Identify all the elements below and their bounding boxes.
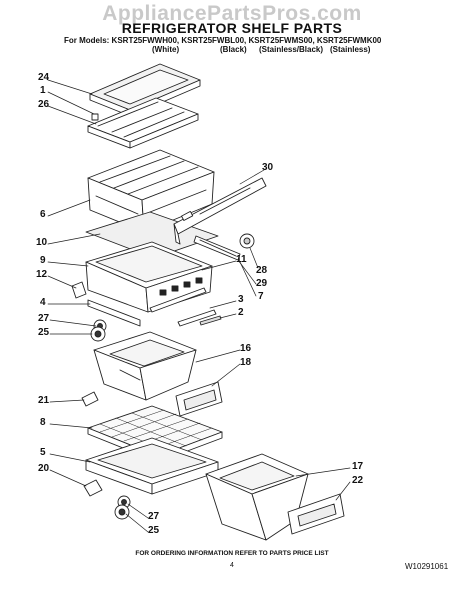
variant-stainless: (Stainless) — [330, 45, 371, 54]
callout-27-upper: 27 — [38, 313, 50, 324]
callout-17: 17 — [352, 461, 364, 472]
callout-7: 7 — [258, 291, 264, 302]
callout-20: 20 — [38, 463, 50, 474]
part-25-wheel-upper — [90, 326, 106, 342]
part-30-front-trim — [173, 177, 267, 245]
part-3-bracket — [177, 309, 217, 327]
callout-26: 26 — [38, 99, 50, 110]
part-26-shelf-frame — [87, 97, 199, 149]
variant-stainless-black: (Stainless/Black) — [259, 45, 324, 54]
part-2-screw — [199, 315, 222, 326]
part-20-clip — [83, 479, 103, 497]
callout-27-lower: 27 — [148, 511, 160, 522]
callout-11: 11 — [236, 254, 247, 265]
models-line: For Models: KSRT25FWWH00, KSRT25FWBL00, … — [64, 36, 382, 45]
leader-lines — [47, 79, 351, 533]
callout-4: 4 — [40, 297, 46, 308]
callout-30: 30 — [262, 162, 274, 173]
variant-white: (White) — [152, 45, 180, 54]
callout-8: 8 — [40, 417, 46, 428]
callout-18: 18 — [240, 357, 252, 368]
variant-black: (Black) — [220, 45, 247, 54]
callout-22: 22 — [352, 475, 364, 486]
callout-2: 2 — [238, 307, 244, 318]
callout-3: 3 — [238, 294, 244, 305]
callout-5: 5 — [40, 447, 46, 458]
part-28-roller — [239, 233, 255, 249]
ordering-note: FOR ORDERING INFORMATION REFER TO PARTS … — [135, 550, 329, 557]
callout-21: 21 — [38, 395, 50, 406]
page-number: 4 — [230, 562, 234, 569]
part-21-clip — [81, 391, 99, 407]
callout-28: 28 — [256, 265, 268, 276]
callout-10: 10 — [36, 237, 48, 248]
watermark: AppliancePartsPros.com — [102, 2, 362, 25]
callout-1: 1 — [40, 85, 46, 96]
part-18-drawer-front — [175, 381, 223, 417]
document-number: W10291061 — [405, 562, 449, 571]
part-25-wheel-lower — [114, 504, 130, 520]
page-title: REFRIGERATOR SHELF PARTS — [121, 20, 343, 36]
part-12-clip — [71, 281, 87, 299]
model-variants: (White) (Black) (Stainless/Black) (Stain… — [0, 45, 464, 55]
callout-16: 16 — [240, 343, 252, 354]
part-22-bin-front — [287, 493, 345, 535]
part-16-crisper-drawer — [93, 331, 197, 401]
callout-25-upper: 25 — [38, 327, 50, 338]
part-5-shelf-frame-bottom — [85, 437, 219, 495]
callout-6: 6 — [40, 209, 46, 220]
part-29-slide — [193, 235, 241, 261]
callout-24: 24 — [38, 72, 50, 83]
part-17-lower-bin — [205, 453, 309, 541]
part-11-rail — [149, 287, 207, 313]
callout-29: 29 — [256, 278, 268, 289]
part-9-shelf-frame — [85, 241, 213, 313]
callout-12: 12 — [36, 269, 48, 280]
callout-9: 9 — [40, 255, 46, 266]
callout-25-lower: 25 — [148, 525, 160, 536]
